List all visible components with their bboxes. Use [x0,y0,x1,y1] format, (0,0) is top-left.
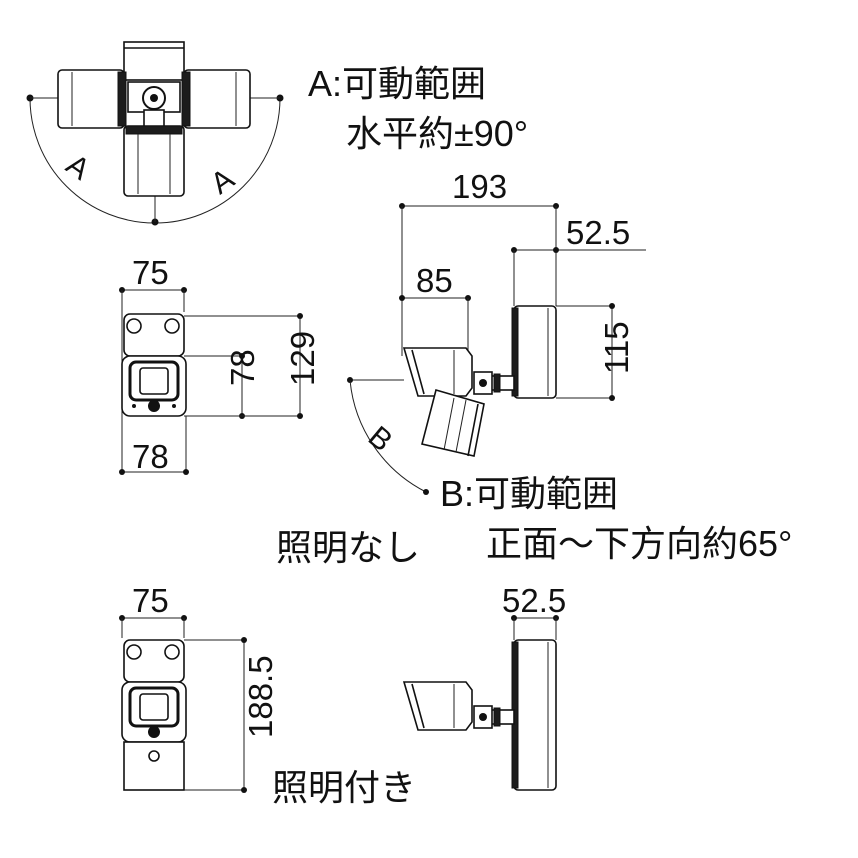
front-inner-height-dim: 78 [224,349,261,386]
lens-icon [148,726,160,738]
label-b: B [362,420,399,458]
side-height-dim: 115 [598,321,635,374]
light-unit [123,741,185,791]
bottom-camera-head [123,125,185,197]
left-camera-head [57,69,125,129]
head-tilted-position [421,389,485,457]
front-width-dim: 75 [132,254,169,291]
side-total-width-dim: 193 [452,168,507,205]
side-head-dim: 85 [416,262,453,299]
front-height-dim: 129 [284,331,321,386]
light-side-bracket-dim: 52.5 [502,582,566,619]
right-camera-head [183,69,251,129]
front-view-no-light: 75 78 129 78 [119,254,321,475]
label-a-right: A [205,162,240,201]
caption-no-light: 照明なし [276,527,420,568]
front-view-with-light: 75 188.5 [119,582,279,793]
range-b-detail: 正面～下方向約65° [486,523,792,564]
top-view: A A [26,41,284,226]
side-bracket-dim: 52.5 [566,214,630,251]
label-a-left: A [60,148,95,187]
light-width-dim: 75 [132,582,169,619]
wall-box [513,305,557,399]
range-a-detail: 水平約±90° [346,113,528,154]
lens-icon [148,400,160,412]
caption-with-light: 照明付き [272,767,416,808]
range-b-arc [349,379,427,493]
wall-box-with-light [513,639,557,791]
range-b-title: B:可動範囲 [440,473,618,514]
range-a-title: A:可動範囲 [308,63,486,104]
light-height-dim: 188.5 [242,655,279,738]
front-bottom-width-dim: 78 [132,438,169,475]
side-view: 193 52.5 85 115 [347,168,646,495]
side-view-with-light: 52.5 [402,582,566,791]
